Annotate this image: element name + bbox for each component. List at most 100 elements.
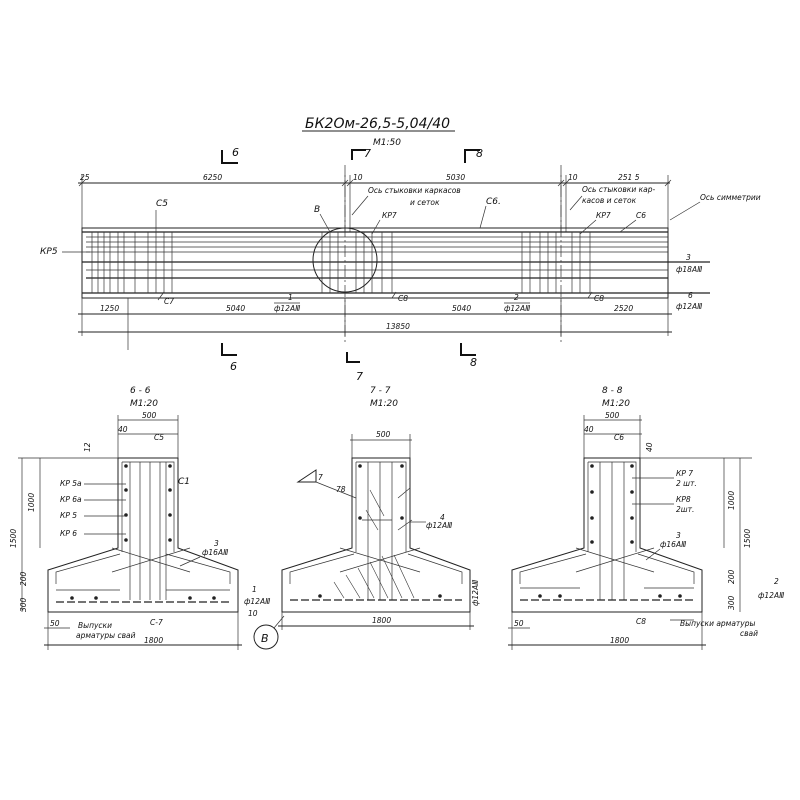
svg-text:2шт.: 2шт.	[676, 505, 694, 514]
svg-text:Ось симметрии: Ось симметрии	[700, 193, 761, 202]
svg-text:3: 3	[676, 531, 681, 540]
tag-7-triangle	[296, 469, 317, 483]
svg-text:1800: 1800	[372, 616, 391, 625]
svg-text:1800: 1800	[144, 636, 163, 645]
svg-text:25: 25	[80, 173, 90, 182]
svg-text:КР8: КР8	[676, 495, 691, 504]
svg-text:8 - 8: 8 - 8	[602, 386, 623, 396]
svg-text:1500: 1500	[743, 529, 752, 548]
svg-text:КР 6а: КР 6а	[60, 495, 82, 504]
svg-text:1500: 1500	[9, 529, 18, 548]
svg-text:С8: С8	[398, 294, 408, 303]
svg-text:500: 500	[142, 411, 157, 420]
svg-text:8: 8	[476, 147, 483, 160]
svg-text:200: 200	[19, 571, 28, 586]
svg-text:7: 7	[364, 147, 371, 160]
svg-text:С-7: С-7	[150, 618, 163, 627]
svg-text:В: В	[314, 205, 320, 215]
drawing-title-block: БК2Ом-26,5-5,04/40 М1:50	[302, 116, 455, 148]
svg-text:С6: С6	[614, 433, 624, 442]
svg-text:свай: свай	[740, 629, 758, 638]
svg-text:КР 7: КР 7	[676, 469, 693, 478]
section-7-7: 7 - 7 М1:20 500	[253, 386, 480, 650]
svg-text:5040: 5040	[226, 304, 245, 313]
svg-text:ф16АⅢ: ф16АⅢ	[202, 548, 228, 557]
svg-text:КР 6: КР 6	[60, 529, 77, 538]
svg-text:40: 40	[584, 425, 594, 434]
svg-text:ф12АⅢ: ф12АⅢ	[426, 521, 452, 530]
svg-text:2: 2	[514, 293, 519, 302]
svg-text:ф12АⅢ: ф12АⅢ	[676, 302, 702, 311]
svg-text:Выпуски: Выпуски	[78, 621, 112, 630]
section-mark-6-top: 6	[221, 146, 239, 164]
svg-text:1: 1	[288, 293, 293, 302]
svg-text:ф18АⅢ: ф18АⅢ	[676, 265, 702, 274]
svg-text:ф12АⅢ: ф12АⅢ	[504, 304, 530, 313]
svg-text:5040: 5040	[452, 304, 471, 313]
svg-text:ф12АⅢ: ф12АⅢ	[471, 580, 480, 606]
svg-text:6 - 6: 6 - 6	[130, 386, 151, 396]
svg-text:40: 40	[118, 425, 128, 434]
svg-text:и сеток: и сеток	[410, 198, 440, 207]
svg-text:КР5: КР5	[40, 247, 58, 257]
svg-text:В: В	[261, 632, 269, 645]
svg-text:50: 50	[514, 619, 524, 628]
svg-text:С8: С8	[636, 617, 646, 626]
svg-text:500: 500	[605, 411, 620, 420]
svg-text:С6: С6	[636, 211, 646, 220]
svg-text:12: 12	[83, 442, 92, 452]
svg-text:5030: 5030	[446, 173, 465, 182]
stirrups-left	[91, 210, 173, 293]
svg-text:М1:20: М1:20	[370, 399, 398, 409]
svg-text:арматуры свай: арматуры свай	[76, 631, 136, 640]
svg-text:КР7: КР7	[596, 211, 611, 220]
section-8-bar-dots	[538, 464, 682, 598]
svg-text:1800: 1800	[610, 636, 629, 645]
svg-text:Ось стыковки кар-: Ось стыковки кар-	[582, 185, 655, 194]
section-mark-6-bottom: 6	[221, 343, 237, 373]
section-7-hatching	[333, 489, 415, 599]
svg-text:КР 5а: КР 5а	[60, 479, 82, 488]
detail-b-marker	[253, 624, 279, 650]
svg-text:4: 4	[440, 513, 445, 522]
svg-text:касов и сеток: касов и сеток	[582, 196, 637, 205]
beam-outline	[81, 227, 669, 299]
stirrups-middle	[321, 232, 393, 293]
svg-text:2: 2	[774, 577, 779, 586]
svg-text:С6.: С6.	[486, 197, 501, 207]
svg-text:7 - 7: 7 - 7	[370, 386, 391, 396]
svg-text:1000: 1000	[727, 491, 736, 510]
elevation-scale: М1:50	[373, 138, 401, 148]
svg-text:8: 8	[470, 356, 477, 369]
svg-text:10: 10	[353, 173, 363, 182]
section-mark-8-top: 8	[464, 147, 483, 163]
svg-text:КР7: КР7	[382, 211, 397, 220]
svg-text:1250: 1250	[100, 304, 119, 313]
svg-text:3: 3	[686, 253, 691, 262]
svg-text:Выпуски арматуры: Выпуски арматуры	[680, 619, 755, 628]
svg-text:С8: С8	[594, 294, 604, 303]
svg-text:2 шт.: 2 шт.	[676, 479, 697, 488]
svg-text:6: 6	[230, 360, 237, 373]
svg-text:С5: С5	[156, 199, 168, 209]
section-6-bar-dots	[70, 464, 216, 600]
section-mark-7-top: 7	[351, 147, 371, 160]
svg-text:ф12АⅢ: ф12АⅢ	[758, 591, 784, 600]
svg-text:2520: 2520	[614, 304, 633, 313]
svg-text:1000: 1000	[27, 493, 36, 512]
svg-text:С5: С5	[154, 433, 164, 442]
bottom-dimension-chain: 1250 5040 5040 2520 13850	[78, 298, 672, 350]
elevation-view: 6 7 8 25 6250 10 5030	[40, 146, 761, 383]
svg-text:200: 200	[727, 569, 736, 584]
svg-text:6: 6	[688, 291, 693, 300]
longitudinal-bars	[82, 231, 710, 294]
svg-text:ф16АⅢ: ф16АⅢ	[660, 540, 686, 549]
svg-text:10: 10	[568, 173, 578, 182]
svg-text:6: 6	[232, 146, 239, 159]
svg-text:10: 10	[248, 609, 258, 618]
top-dimension-chain: 25 6250 10 5030 10 251 5	[78, 173, 672, 232]
svg-text:7: 7	[318, 473, 323, 482]
section-6-6: 6 - 6 М1:20 500 40 С5	[9, 386, 270, 650]
svg-text:6250: 6250	[203, 173, 222, 182]
